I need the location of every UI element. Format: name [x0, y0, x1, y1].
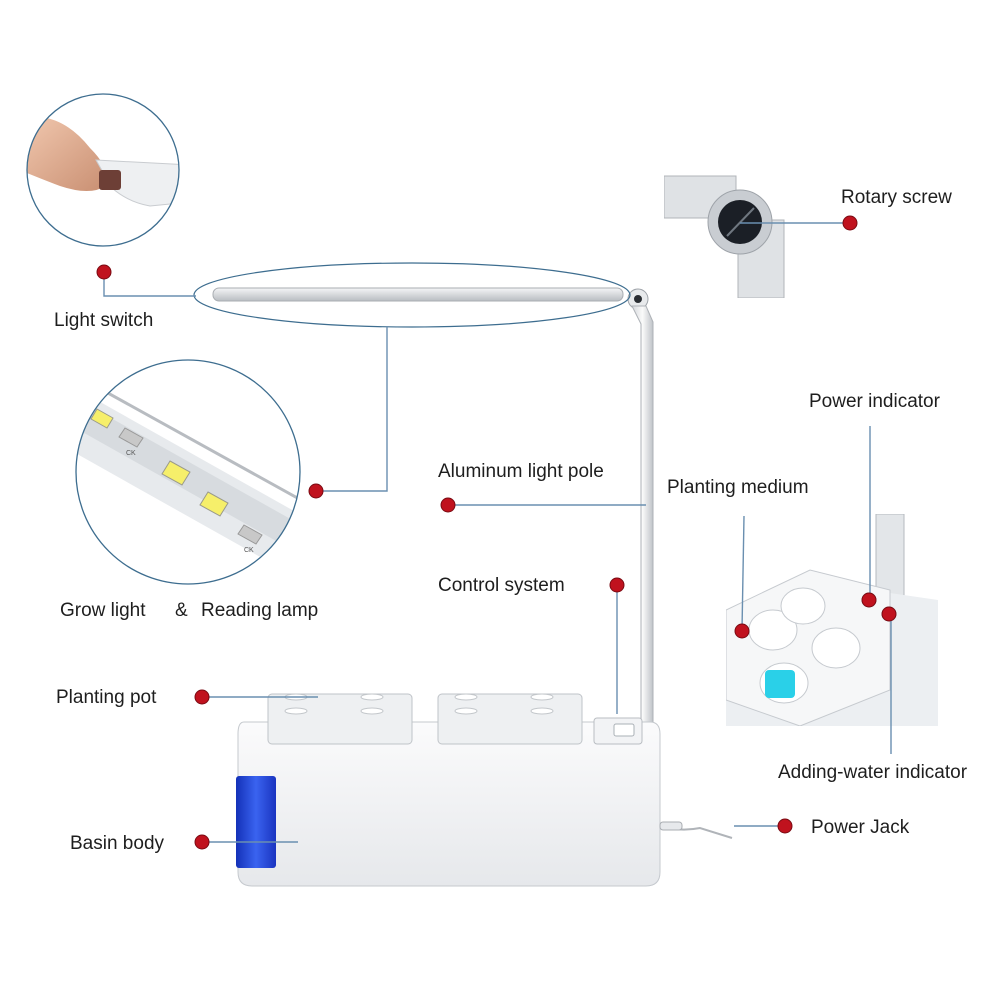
planting-medium-label: Planting medium — [667, 477, 809, 498]
main-product — [212, 287, 733, 887]
basin-body-label: Basin body — [70, 833, 165, 854]
marker-dot — [881, 606, 897, 622]
led-chip — [161, 460, 191, 486]
led-resistor — [118, 427, 144, 448]
leader-lines — [103, 222, 892, 843]
adding-water-indicator-label: Adding-water indicator — [778, 762, 968, 783]
led-marking: CK — [126, 450, 136, 457]
led-marking: CK — [244, 547, 254, 554]
light-bar — [212, 287, 624, 302]
marker-dot — [842, 215, 858, 231]
reading-lamp-label: Reading lamp — [201, 600, 319, 621]
planting-pot — [437, 693, 583, 745]
control-system-label: Control system — [438, 575, 565, 596]
marker-dot — [194, 689, 210, 705]
marker-dot — [440, 497, 456, 513]
planting-pot-label: Planting pot — [56, 687, 157, 708]
marker-dot — [609, 577, 625, 593]
planting-pot — [267, 693, 413, 745]
light-switch-inset — [26, 93, 180, 247]
marker-dot — [861, 592, 877, 608]
aluminum-light-pole — [631, 305, 654, 731]
rotary-screw-inset — [664, 170, 794, 298]
marker-dot — [96, 264, 112, 280]
power-indicator-label: Power indicator — [809, 391, 940, 412]
grow-light-label: Grow light — [60, 600, 146, 621]
light-switch-label: Light switch — [54, 310, 154, 331]
ampersand-label: & — [175, 600, 188, 621]
marker-dot — [777, 818, 793, 834]
marker-dot — [308, 483, 324, 499]
aluminum-light-pole-label: Aluminum light pole — [438, 461, 604, 482]
marker-dot — [734, 623, 750, 639]
grow-light-inset: CK CK — [75, 359, 301, 585]
marker-dot — [194, 834, 210, 850]
led-chip — [199, 491, 229, 517]
planting-medium-sponge — [765, 670, 795, 698]
rotary-screw-label: Rotary screw — [841, 187, 952, 208]
water-window — [236, 776, 276, 868]
led-resistor — [237, 524, 263, 545]
markers — [96, 215, 897, 850]
basin-body — [237, 721, 661, 887]
planting-medium-inset — [726, 514, 938, 726]
power-jack-label: Power Jack — [811, 817, 910, 838]
led-chip — [90, 408, 114, 429]
